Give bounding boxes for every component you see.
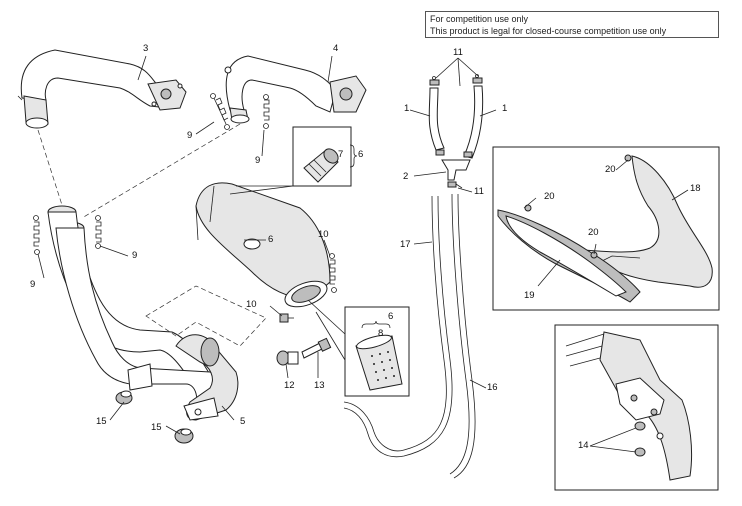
- spring-9-top-right: [263, 94, 270, 129]
- detail-box-7: [229, 126, 352, 195]
- collector-pipe-5: [47, 205, 239, 421]
- callout-9-d: 9: [30, 279, 36, 290]
- silencer-6: [195, 182, 331, 308]
- callout-1-left: 1: [404, 103, 410, 114]
- header-pipe-4: [224, 55, 367, 124]
- clip-11-group: [429, 74, 483, 158]
- notice-line-1: For competition use only: [430, 14, 529, 24]
- callout-20-mid: 20: [588, 227, 599, 238]
- callout-19: 19: [524, 290, 535, 301]
- bracket-detail-box: [554, 324, 719, 491]
- callout-18: 18: [690, 183, 701, 194]
- breather-hose-1-left: [428, 87, 445, 151]
- header-pipe-3: [17, 49, 187, 129]
- bushing-12: [276, 350, 299, 366]
- hose-17: [343, 195, 447, 452]
- callout-8: 8: [378, 328, 384, 339]
- callout-11-lower: 11: [474, 186, 484, 197]
- callout-6-detail-8: 6: [388, 311, 394, 322]
- spring-9-lower-left: [33, 215, 40, 255]
- callout-15-upper: 15: [96, 416, 107, 427]
- callout-6-detail: 6: [358, 149, 364, 160]
- callout-5: 5: [240, 416, 246, 427]
- callout-20-left: 20: [544, 191, 555, 202]
- brace-7: [349, 144, 358, 168]
- callout-6-silencer: 6: [268, 234, 274, 245]
- competition-notice: For competition use only This product is…: [425, 11, 719, 38]
- plug-15-lower: [174, 428, 194, 444]
- detail-box-8: [307, 299, 410, 397]
- assembly-line-left: [37, 129, 63, 206]
- plug-15-upper: [115, 390, 133, 405]
- callout-3: 3: [143, 43, 149, 54]
- callout-13: 13: [314, 380, 325, 391]
- leader-lines: [37, 55, 689, 453]
- spring-10: [329, 253, 337, 293]
- hose-16: [449, 193, 470, 475]
- fairing-detail-box: [492, 146, 720, 311]
- callout-9-c: 9: [132, 250, 138, 261]
- callout-10-spring: 10: [318, 229, 329, 240]
- bolt-10: [279, 313, 294, 323]
- callout-7: 7: [338, 149, 344, 160]
- callout-14: 14: [578, 440, 589, 451]
- callout-16: 16: [487, 382, 498, 393]
- callout-17: 17: [400, 239, 411, 250]
- t-fitting-2: [441, 159, 471, 189]
- callout-20-top: 20: [605, 164, 616, 175]
- callout-12: 12: [284, 380, 295, 391]
- notice-line-2: This product is legal for closed-course …: [430, 26, 667, 36]
- assembly-line-right: [81, 123, 241, 219]
- callout-10-bolt: 10: [246, 299, 257, 310]
- hose-16-inner: [453, 193, 476, 479]
- callout-1-right: 1: [502, 103, 508, 114]
- breather-hose-1-right: [463, 85, 484, 159]
- callout-11-top: 11: [453, 47, 463, 58]
- callout-2: 2: [403, 171, 409, 182]
- spring-9-top-left: [210, 93, 230, 130]
- bracket-dashed-outline: [145, 285, 267, 347]
- hose-17-inner: [343, 195, 453, 458]
- bolt-13: [301, 337, 332, 359]
- brace-6-8: [361, 320, 391, 329]
- callout-15-lower: 15: [151, 422, 162, 433]
- callout-4: 4: [333, 43, 339, 54]
- spring-9-lower-right: [95, 215, 102, 249]
- callout-9-a: 9: [187, 130, 193, 141]
- callout-9-b: 9: [255, 155, 261, 166]
